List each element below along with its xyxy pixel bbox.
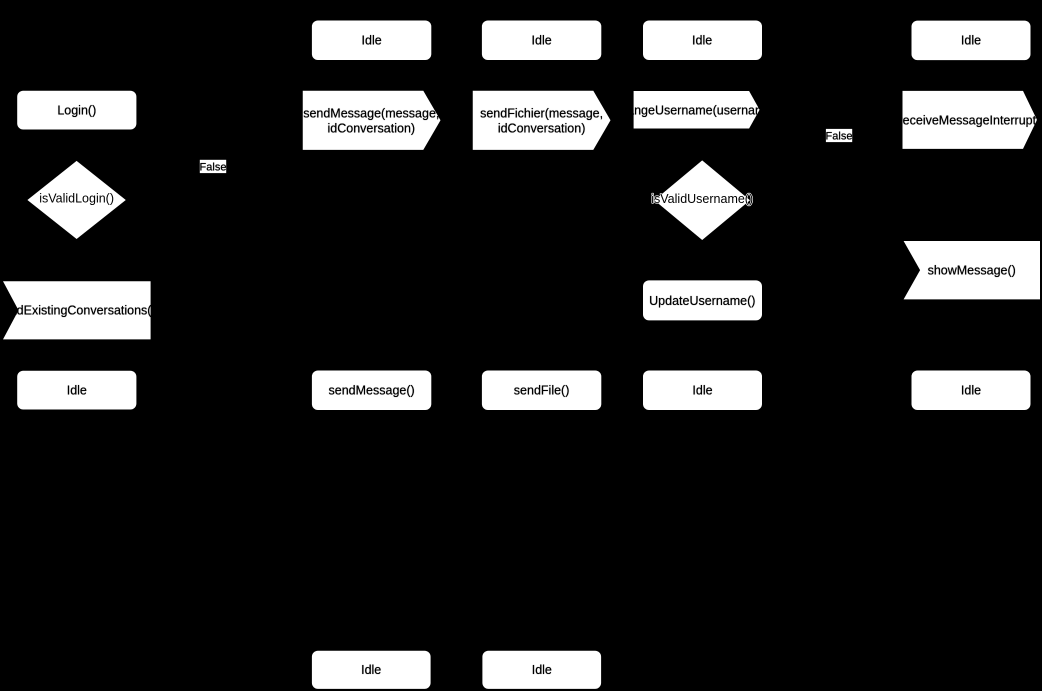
- svg-text:Idle: Idle: [692, 384, 712, 398]
- svg-text:UpdateUsername(): UpdateUsername(): [649, 294, 755, 308]
- svg-text:idConversation): idConversation): [328, 122, 416, 136]
- svg-text:Login(): Login(): [57, 104, 96, 118]
- svg-text:idConversation): idConversation): [498, 122, 586, 136]
- svg-text:changeUsername(username): changeUsername(username): [614, 104, 777, 118]
- svg-text:sendMessage(message,: sendMessage(message,: [303, 107, 439, 121]
- svg-text:Idle: Idle: [961, 34, 981, 48]
- svg-text:isValidUsername(): isValidUsername(): [651, 192, 753, 206]
- svg-text:Idle: Idle: [361, 663, 381, 677]
- svg-text:Idle: Idle: [532, 663, 552, 677]
- svg-text:isValidLogin(): isValidLogin(): [39, 192, 114, 206]
- svg-text:Idle: Idle: [692, 34, 712, 48]
- svg-text:Idle: Idle: [67, 384, 87, 398]
- svg-text:Idle: Idle: [362, 34, 382, 48]
- svg-text:receiveMessageInterrupt(): receiveMessageInterrupt(): [899, 114, 1042, 128]
- svg-text:Idle: Idle: [532, 34, 552, 48]
- svg-text:False: False: [200, 161, 227, 173]
- svg-text:sendMessage(): sendMessage(): [329, 384, 415, 398]
- svg-text:sendFile(): sendFile(): [514, 384, 570, 398]
- svg-text:loadExistingConversations(): loadExistingConversations(): [0, 304, 156, 318]
- svg-text:showMessage(): showMessage(): [928, 264, 1016, 278]
- svg-text:sendFichier(message,: sendFichier(message,: [480, 107, 603, 121]
- svg-text:False: False: [826, 130, 853, 142]
- svg-text:Idle: Idle: [961, 384, 981, 398]
